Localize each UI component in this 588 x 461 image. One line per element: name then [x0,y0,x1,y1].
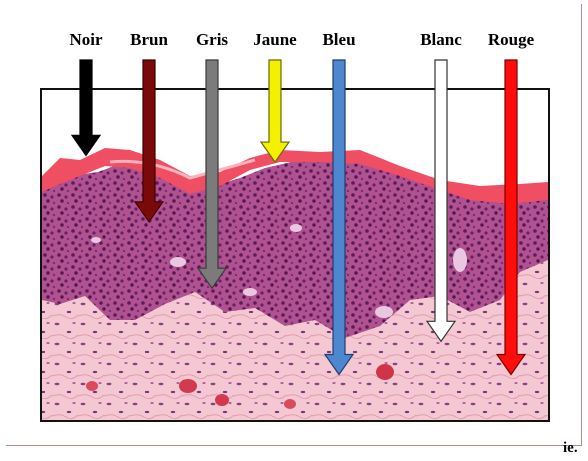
caption-fragment: ie. [563,440,578,457]
